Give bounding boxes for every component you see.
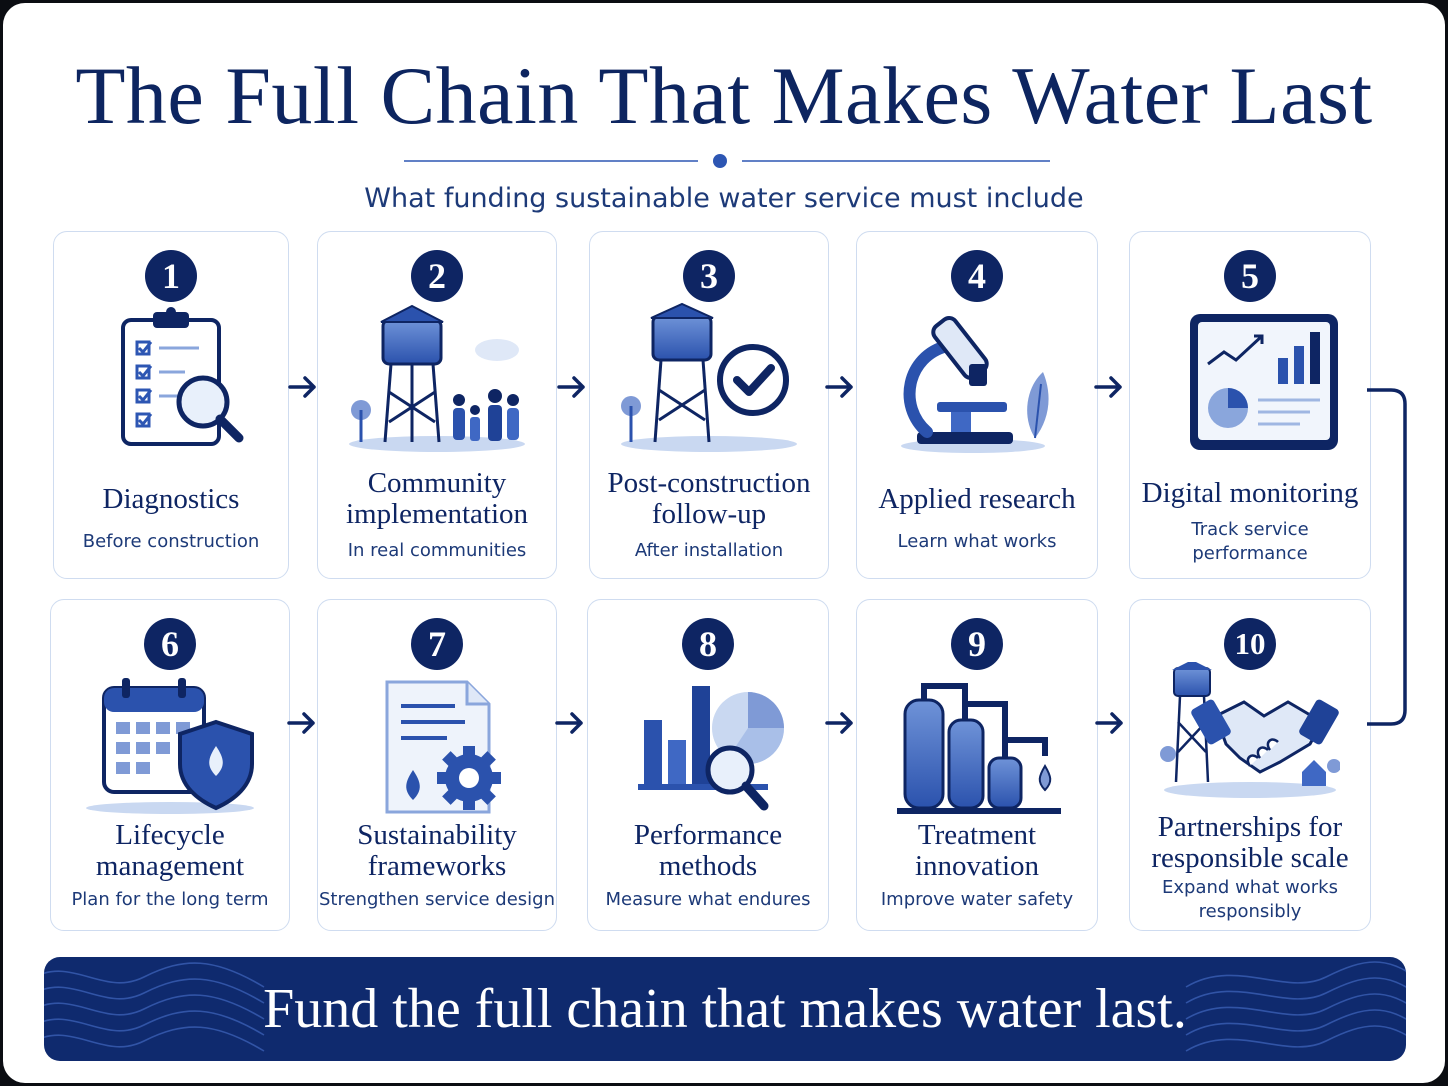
step-title: Applied research [878,483,1076,515]
arrow-right-icon [825,712,853,734]
step-card-4: 4 Applied research Learn what works [856,231,1098,579]
wave-decoration [44,962,265,1052]
arrow-right-icon [555,712,583,734]
step-number-badge: 10 [1224,618,1276,670]
step-title: Digital monitoring [1141,477,1359,509]
arrow-right-icon [825,376,853,398]
step-subtitle: Plan for the long term [71,889,269,910]
chart-magnifier-icon [638,686,785,811]
page-subtitle: What funding sustainable water service m… [364,183,1084,214]
calendar-shield-icon [86,678,254,814]
title-divider [404,154,1050,168]
step-subtitle: Before construction [82,531,260,552]
monitor-dashboard-icon [1190,314,1338,450]
call-to-action-banner: Fund the full chain that makes water las… [44,957,1406,1061]
wave-decoration [1185,961,1406,1052]
handshake-icon [1160,662,1340,798]
clipboard-magnifier-icon [121,307,244,446]
document-gear-icon [385,680,501,814]
water-tower-checkmark-icon [621,302,797,452]
step-number-badge: 1 [145,250,197,302]
step-number-badge: 4 [951,250,1003,302]
step-number-badge: 7 [411,618,463,670]
step-subtitle: Improve water safety [880,889,1074,910]
step-number-badge: 2 [411,250,463,302]
step-subtitle: In real communities [347,540,527,561]
arrow-right-icon [287,712,315,734]
step-subtitle: Measure what endures [605,889,811,910]
infographic-frame: The Full Chain That Makes Water Last Wha… [3,3,1445,1083]
step-number-badge: 8 [682,618,734,670]
arrow-right-icon [557,376,585,398]
arrow-right-icon [1095,712,1123,734]
microscope-icon [901,316,1049,453]
step-subtitle: Strengthen service design [319,889,555,910]
treatment-tanks-icon [897,683,1061,814]
water-tower-community-icon [349,304,525,452]
step-subtitle: Learn what works [897,531,1057,552]
page-title: The Full Chain That Makes Water Last [75,50,1373,141]
row-connector-line [1367,388,1407,726]
step-number-badge: 6 [144,618,196,670]
arrow-right-icon [1094,376,1122,398]
step-subtitle: After installation [634,540,784,561]
step-card-1: 1 Diagnostics Before construction [53,231,289,579]
step-number-badge: 3 [683,250,735,302]
arrow-right-icon [288,376,316,398]
banner-text: Fund the full chain that makes water las… [263,978,1187,1040]
step-title: Diagnostics [102,483,240,515]
step-number-badge: 5 [1224,250,1276,302]
step-number-badge: 9 [951,618,1003,670]
